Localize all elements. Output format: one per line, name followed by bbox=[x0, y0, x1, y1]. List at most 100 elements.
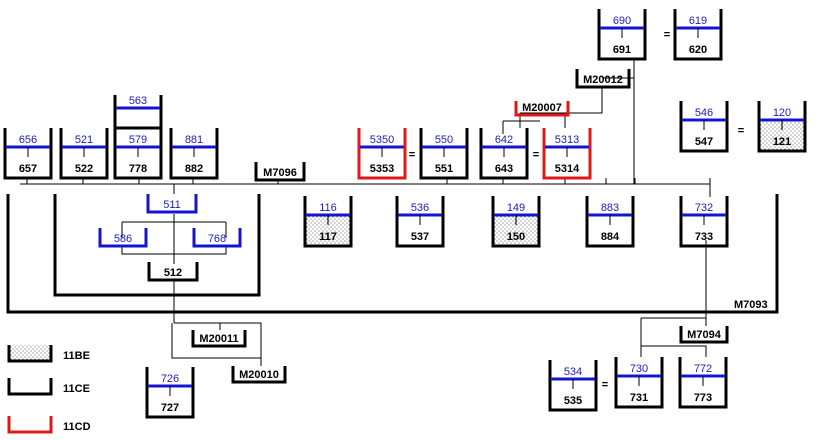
split-tank-768 bbox=[192, 228, 242, 248]
tank-top-label: 116 bbox=[319, 202, 337, 214]
tank-690 bbox=[597, 9, 647, 61]
legend-11cd bbox=[7, 416, 53, 434]
mixer-wall bbox=[254, 162, 306, 182]
tank-wall bbox=[145, 367, 195, 419]
tank-top-label: 546 bbox=[695, 107, 713, 119]
tank-top-label: 120 bbox=[773, 107, 791, 119]
mixer-m7096 bbox=[254, 162, 306, 182]
tank-wall bbox=[597, 9, 647, 61]
inner-bracket bbox=[53, 194, 261, 297]
tank-642 bbox=[479, 128, 529, 180]
tank-wall bbox=[113, 95, 163, 130]
tank-top-label: 5313 bbox=[555, 134, 579, 146]
connector-line bbox=[520, 86, 603, 114]
tank-wall bbox=[614, 357, 664, 409]
split-tank-wall bbox=[146, 194, 198, 214]
tank-wall bbox=[395, 196, 445, 248]
tank-top-label: 619 bbox=[689, 15, 707, 27]
mixer-m20011 bbox=[191, 330, 247, 348]
tank-top-label: 521 bbox=[75, 134, 93, 146]
tank-116 bbox=[303, 196, 353, 248]
split-tank-label: 511 bbox=[163, 199, 181, 211]
tank-bottom-label: 150 bbox=[507, 231, 525, 243]
tank-bottom-label: 882 bbox=[185, 163, 203, 175]
legend-swatch bbox=[7, 345, 53, 363]
mixer-wall bbox=[147, 262, 199, 282]
tank-534 bbox=[548, 360, 598, 412]
tank-wall bbox=[673, 9, 723, 61]
tank-bottom-label: 691 bbox=[613, 44, 631, 56]
tank-bottom-label: 620 bbox=[689, 44, 707, 56]
tank-bottom-label: 733 bbox=[695, 231, 713, 243]
tank-bottom-label: 121 bbox=[773, 136, 791, 148]
legend-swatch bbox=[7, 378, 53, 396]
tank-top-label: 563 bbox=[129, 95, 147, 107]
mixer-label: M7096 bbox=[263, 167, 297, 179]
tank-top-label: 730 bbox=[630, 363, 648, 375]
tank-top-label: 881 bbox=[185, 134, 203, 146]
tank-619 bbox=[673, 9, 723, 61]
tank-top-label: 5350 bbox=[370, 134, 394, 146]
tank-bottom-label: 522 bbox=[75, 163, 93, 175]
tank-wall bbox=[678, 357, 728, 409]
mixer-wall bbox=[514, 101, 570, 117]
tank-bottom-label: 551 bbox=[435, 163, 453, 175]
tank-wall bbox=[548, 360, 598, 412]
tank-550 bbox=[419, 128, 469, 180]
split-tank-wall bbox=[98, 228, 148, 248]
tank-bottom-label: 643 bbox=[495, 163, 513, 175]
tank-top-label: 772 bbox=[694, 363, 712, 375]
mixer-label: M20010 bbox=[239, 369, 279, 381]
tank-546 bbox=[679, 101, 729, 153]
mixer-label: M20007 bbox=[522, 102, 562, 114]
connector-line bbox=[602, 77, 635, 184]
tank-732 bbox=[679, 196, 729, 248]
connector-line bbox=[641, 345, 707, 357]
mixer-m7094 bbox=[679, 326, 729, 344]
tank-top-label: 149 bbox=[507, 202, 525, 214]
tank-wall bbox=[679, 196, 729, 248]
tank-5350 bbox=[357, 128, 407, 180]
mixer-m20007 bbox=[514, 101, 570, 117]
mixer-wall bbox=[575, 69, 631, 89]
connector-line bbox=[171, 323, 261, 359]
tank-579 bbox=[113, 128, 163, 180]
tank-149 bbox=[491, 196, 541, 248]
mixer-label: M20012 bbox=[583, 74, 623, 86]
mixer-512 bbox=[147, 262, 199, 282]
mixer-wall bbox=[191, 330, 247, 348]
tank-wall bbox=[303, 196, 353, 248]
tank-top-label: 732 bbox=[695, 202, 713, 214]
tank-bottom-label: 778 bbox=[129, 163, 147, 175]
tank-bottom-label: 117 bbox=[319, 231, 337, 243]
tank-top-label: 550 bbox=[435, 134, 453, 146]
outer-bracket bbox=[6, 194, 779, 314]
tank-bottom-label: 727 bbox=[161, 402, 179, 414]
tank-top-label: 642 bbox=[495, 134, 513, 146]
mixer-label: 512 bbox=[164, 267, 182, 279]
tank-bottom-label: 884 bbox=[601, 231, 620, 243]
equals-sign: = bbox=[738, 125, 744, 137]
tank-730 bbox=[614, 357, 664, 409]
tank-wall bbox=[59, 128, 109, 180]
tank-top-label: 534 bbox=[564, 366, 582, 378]
tank-726 bbox=[145, 367, 195, 419]
tank-563 bbox=[113, 95, 163, 130]
tank-5313 bbox=[542, 128, 592, 180]
equals-sign: = bbox=[664, 29, 670, 41]
tank-883 bbox=[585, 196, 635, 248]
tank-wall bbox=[679, 101, 729, 153]
legend-label: 11CD bbox=[63, 421, 91, 433]
legend-11be bbox=[7, 345, 53, 363]
tank-bottom-label: 537 bbox=[411, 231, 429, 243]
mixer-wall bbox=[231, 366, 287, 384]
legend-swatch-fill bbox=[10, 345, 50, 360]
tank-881 bbox=[169, 128, 219, 180]
equals-sign: = bbox=[409, 149, 415, 161]
mixer-label: M20011 bbox=[199, 333, 238, 345]
tank-top-label: 726 bbox=[161, 373, 179, 385]
split-tank-511 bbox=[146, 194, 198, 214]
tank-wall bbox=[585, 196, 635, 248]
tank-top-label: 883 bbox=[601, 202, 619, 214]
